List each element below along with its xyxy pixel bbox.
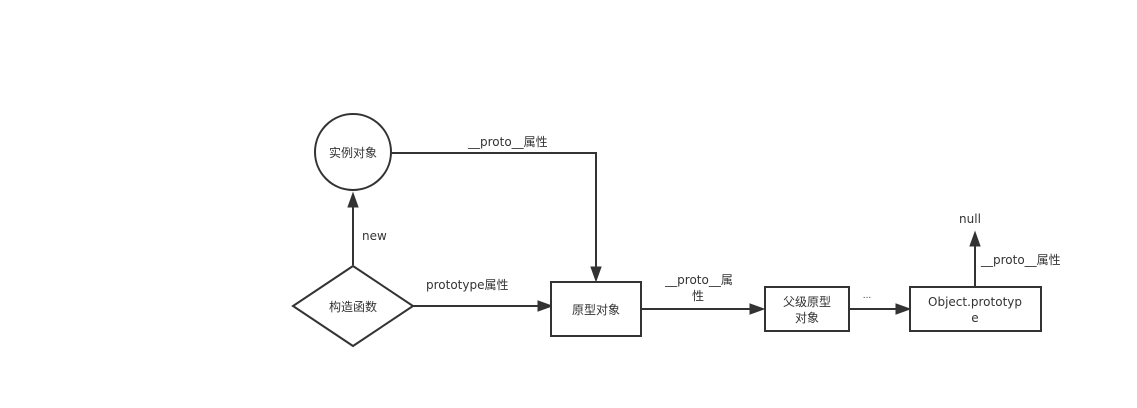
- null-label: null: [959, 212, 981, 226]
- arrowhead-icon: [590, 266, 602, 283]
- edge-constructor-to-prototype: prototype属性: [413, 278, 554, 312]
- edge-label-prototype: prototype属性: [426, 278, 508, 292]
- node-instance[interactable]: 实例对象: [314, 113, 392, 191]
- circle-shape: [314, 113, 392, 191]
- node-object-prototype[interactable]: Object.prototyp e: [909, 286, 1042, 332]
- edge-line: [391, 152, 597, 268]
- edge-label-object-proto: __proto__属性: [980, 253, 1061, 267]
- arrowhead-icon: [969, 230, 981, 247]
- node-label-line1: Object.prototyp: [928, 295, 1022, 309]
- node-label-line2: e: [971, 311, 978, 325]
- edge-instance-to-prototype: __proto__属性: [391, 135, 602, 283]
- rect-shape: [909, 286, 1042, 332]
- node-label-line2: 对象: [795, 311, 819, 325]
- rect-shape: [550, 281, 642, 337]
- node-label-line1: 父级原型: [783, 295, 831, 309]
- rect-shape: [764, 286, 850, 332]
- edge-prototype-to-parent: __proto__属 性: [641, 273, 766, 315]
- node-label: 构造函数: [329, 299, 377, 314]
- arrowhead-icon: [749, 303, 766, 315]
- node-constructor[interactable]: 构造函数: [291, 264, 415, 348]
- edge-label-proto-line2: 性: [692, 289, 704, 303]
- arrowhead-icon: [537, 300, 554, 312]
- edge-parent-to-object: ...: [849, 291, 912, 315]
- node-label: 原型对象: [572, 303, 620, 317]
- node-label: 实例对象: [329, 145, 377, 160]
- edge-label-ellipsis: ...: [863, 291, 872, 301]
- edge-label-instance-proto: __proto__属性: [467, 135, 548, 149]
- edge-constructor-to-instance: new: [347, 191, 387, 265]
- node-prototype[interactable]: 原型对象: [550, 281, 642, 337]
- edge-object-to-null: __proto__属性: [969, 230, 1061, 286]
- node-parent-prototype[interactable]: 父级原型 对象: [764, 286, 850, 332]
- diamond-shape: [291, 264, 415, 348]
- edge-label-new: new: [362, 229, 387, 243]
- edge-label-proto-line1: __proto__属: [664, 273, 733, 287]
- arrowhead-icon: [895, 303, 912, 315]
- node-null: null: [959, 212, 981, 226]
- arrowhead-icon: [347, 191, 359, 208]
